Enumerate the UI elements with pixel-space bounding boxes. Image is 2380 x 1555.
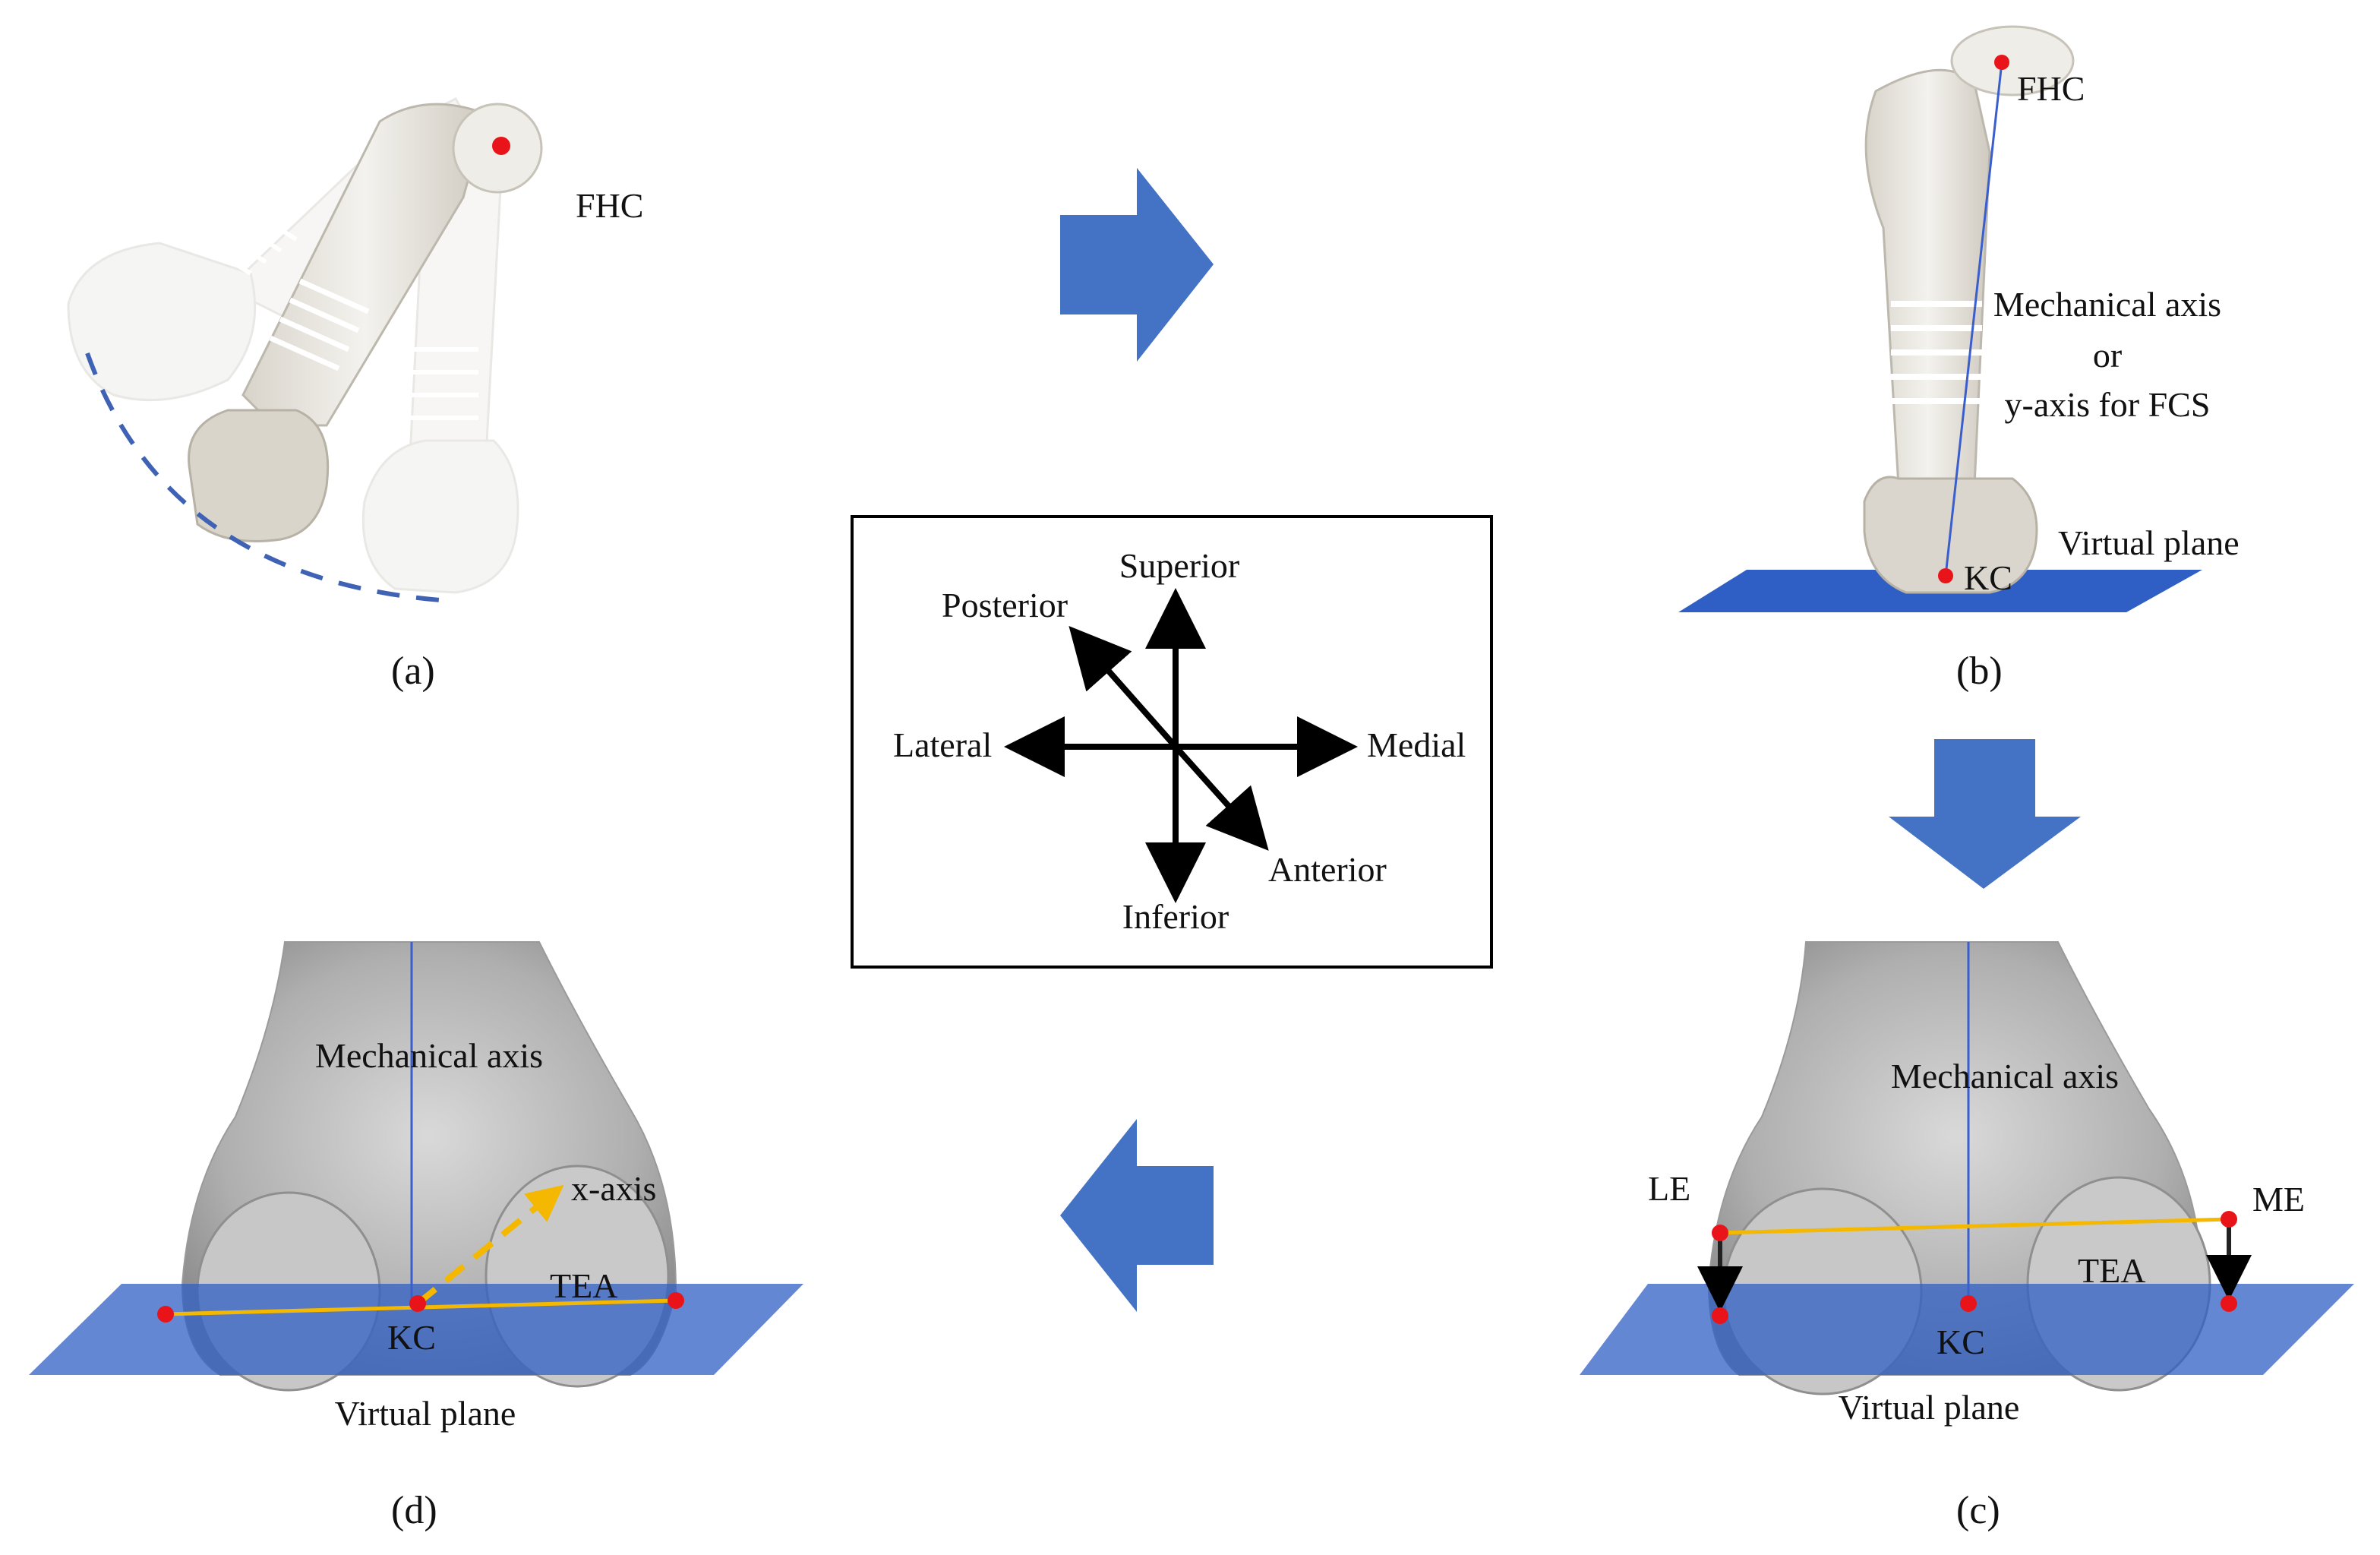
legend-anterior: Anterior (1268, 850, 1387, 889)
axis-label-b1: Mechanical axis (1993, 285, 2221, 324)
caption-d: (d) (391, 1489, 437, 1532)
legend-posterior: Posterior (942, 586, 1068, 624)
xaxis-label: x-axis (571, 1169, 656, 1208)
plane-label-c: Virtual plane (1839, 1388, 2020, 1427)
kc-label-c: KC (1937, 1323, 1985, 1361)
flow-arrow-down (1889, 739, 2081, 889)
me-point-d (668, 1292, 684, 1309)
flow-arrow-right (1060, 168, 1214, 362)
rotation-arc (85, 352, 441, 602)
plane-label-b: Virtual plane (2058, 523, 2240, 562)
le-label: LE (1648, 1169, 1690, 1208)
virtual-plane-d (29, 1284, 803, 1375)
fhc-point (492, 137, 510, 155)
tea-line-c (1719, 1217, 2230, 1235)
caption-c: (c) (1956, 1489, 2000, 1532)
me-label: ME (2252, 1180, 2305, 1218)
axis-label-b2: or (2093, 336, 2122, 375)
panel-d: Mechanical axis x-axis TEA KC Virtual pl… (29, 941, 803, 1532)
legend-superior: Superior (1119, 546, 1239, 585)
kc-point-c (1960, 1295, 1977, 1312)
kc-point-d (409, 1295, 426, 1312)
le-projected-point (1712, 1307, 1728, 1324)
panel-c: Mechanical axis LE ME TEA KC Virtual pla… (1580, 941, 2354, 1532)
axis-label-d: Mechanical axis (315, 1036, 543, 1075)
kc-label-d: KC (387, 1318, 436, 1357)
x-axis-arrow (415, 1184, 564, 1307)
tea-label-d: TEA (550, 1266, 617, 1305)
caption-a: (a) (391, 649, 435, 693)
panel-a: FHC (a) (67, 97, 643, 693)
femur-faded-right (361, 158, 519, 594)
flow-arrow-left (1060, 1119, 1214, 1312)
legend-lateral: Lateral (893, 725, 992, 764)
panel-b: FHC Mechanical axis or y-axis for FCS Vi… (1678, 25, 2240, 693)
kc-point-b (1938, 568, 1953, 583)
fhc-label-b: FHC (2017, 69, 2085, 108)
le-point (1712, 1225, 1728, 1241)
caption-b: (b) (1956, 649, 2003, 693)
me-projected-point (2221, 1295, 2237, 1312)
legend-inferior: Inferior (1122, 897, 1229, 936)
me-point (2221, 1211, 2237, 1228)
plane-label-d: Virtual plane (335, 1394, 516, 1433)
femur-main (188, 103, 543, 542)
tea-label-c: TEA (2078, 1251, 2145, 1290)
le-point-d (157, 1306, 174, 1323)
orientation-legend: Superior Inferior Lateral Medial Posteri… (851, 515, 1493, 969)
axis-label-b3: y-axis for FCS (2005, 385, 2211, 424)
fhc-point-b (1994, 55, 2009, 70)
legend-medial: Medial (1367, 725, 1466, 764)
mechanical-axis-b (1944, 62, 2003, 577)
axis-label-c: Mechanical axis (1891, 1057, 2119, 1095)
fhc-label-a: FHC (576, 186, 643, 225)
virtual-plane-c (1580, 1284, 2354, 1375)
kc-label-b: KC (1964, 558, 2012, 597)
